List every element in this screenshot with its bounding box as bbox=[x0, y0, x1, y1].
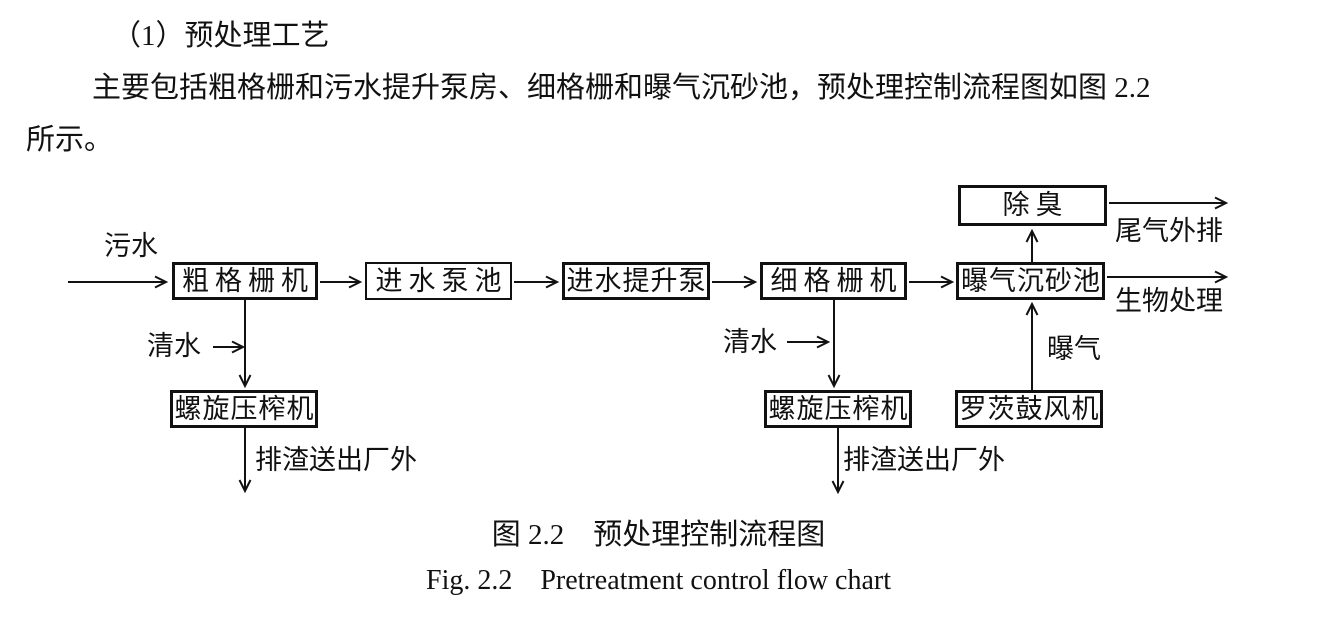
label-clean-water-right: 清水 bbox=[723, 327, 777, 357]
label-slag-discharge-left: 排渣送出厂外 bbox=[255, 445, 417, 475]
flow-box-roots-blower: 罗茨鼓风机 bbox=[955, 390, 1103, 428]
flow-box-aerated-grit-chamber: 曝气沉砂池 bbox=[956, 262, 1105, 300]
flow-box-coarse-screen: 粗格栅机 bbox=[172, 262, 318, 300]
flow-box-label: 罗茨鼓风机 bbox=[959, 393, 1100, 424]
label-aeration: 曝气 bbox=[1047, 334, 1101, 364]
figure-captions: 图 2.2 预处理控制流程图 Fig. 2.2 Pretreatment con… bbox=[0, 505, 1317, 603]
flow-box-label: 进水提升泵 bbox=[566, 265, 707, 296]
flow-arrows-layer bbox=[68, 175, 1317, 505]
flow-box-label: 曝气沉砂池 bbox=[961, 265, 1101, 296]
label-clean-water-left: 清水 bbox=[147, 331, 201, 361]
flow-box-deodorization: 除臭 bbox=[958, 185, 1107, 226]
label-tail-gas-discharge: 尾气外排 bbox=[1115, 216, 1223, 246]
body-paragraph-line-1: 主要包括粗格栅和污水提升泵房、细格栅和曝气沉砂池，预处理控制流程图如图 2.2 bbox=[92, 72, 1151, 104]
section-heading: （1）预处理工艺 bbox=[112, 20, 330, 52]
body-paragraph-line-2: 所示。 bbox=[26, 124, 114, 156]
flow-box-screw-press-right: 螺旋压榨机 bbox=[764, 390, 912, 428]
flow-box-label: 除臭 bbox=[1002, 190, 1069, 220]
flow-box-label: 进水泵池 bbox=[375, 265, 508, 296]
flow-box-label: 细格栅机 bbox=[770, 265, 903, 296]
label-biological-treatment: 生物处理 bbox=[1115, 286, 1223, 316]
flow-box-fine-screen: 细格栅机 bbox=[760, 262, 907, 300]
figure-caption-zh: 图 2.2 预处理控制流程图 bbox=[491, 519, 826, 551]
flow-box-label: 螺旋压榨机 bbox=[768, 393, 909, 424]
flow-box-inlet-pump-pool: 进水泵池 bbox=[365, 262, 512, 300]
flow-box-label: 螺旋压榨机 bbox=[174, 393, 315, 424]
document-text-block: （1）预处理工艺 主要包括粗格栅和污水提升泵房、细格栅和曝气沉砂池，预处理控制流… bbox=[0, 0, 1317, 166]
label-sewage: 污水 bbox=[104, 231, 158, 261]
flow-box-inlet-lift-pump: 进水提升泵 bbox=[562, 262, 710, 300]
figure-caption-en: Fig. 2.2 Pretreatment control flow chart bbox=[426, 565, 891, 596]
pretreatment-flow-diagram: 除臭 粗格栅机 进水泵池 进水提升泵 细格栅机 曝气沉砂池 螺旋压榨机 螺旋压榨… bbox=[0, 175, 1317, 505]
flow-box-label: 粗格栅机 bbox=[182, 265, 314, 296]
label-slag-discharge-right: 排渣送出厂外 bbox=[843, 445, 1005, 475]
flow-box-screw-press-left: 螺旋压榨机 bbox=[170, 390, 318, 428]
